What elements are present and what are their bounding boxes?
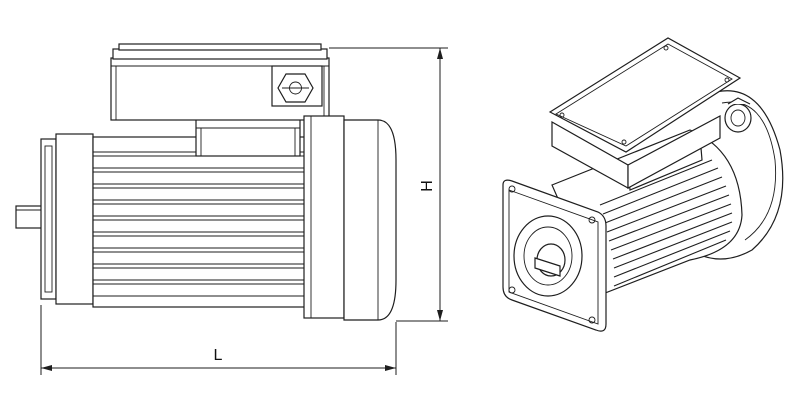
- motor-body: [92, 136, 309, 308]
- cable-gland: [271, 65, 323, 107]
- iso-cooling-fins: [599, 159, 733, 287]
- iso-terminal-box: [548, 37, 752, 191]
- iso-square-flange: [502, 179, 607, 332]
- cooling-fins: [93, 151, 308, 297]
- terminal-box-neck: [195, 117, 301, 157]
- motor-side-view: L H: [15, 43, 448, 375]
- height-label: H: [419, 180, 436, 192]
- dimension-length: L: [40, 305, 397, 375]
- terminal-box: [110, 43, 330, 121]
- front-flange: [40, 133, 94, 305]
- fan-cover: [303, 115, 397, 321]
- dimension-height: H: [329, 47, 448, 322]
- length-label: L: [214, 347, 223, 364]
- output-shaft: [15, 205, 43, 229]
- iso-cable-gland: [724, 97, 752, 133]
- motor-isometric-view: [502, 37, 784, 332]
